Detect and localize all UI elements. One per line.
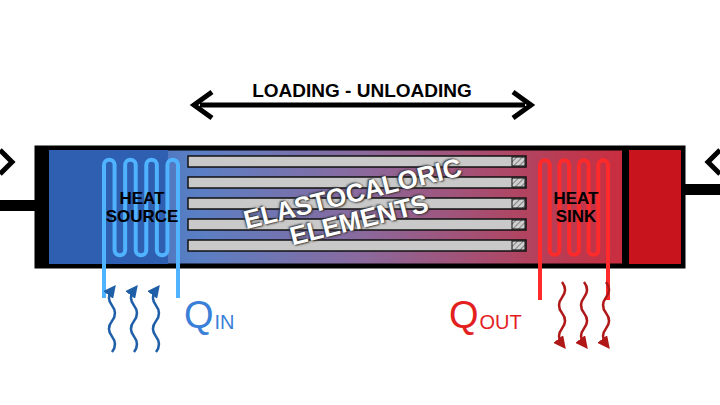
push-arrow bbox=[708, 150, 720, 174]
coil bbox=[540, 160, 608, 300]
push-arrow bbox=[0, 150, 12, 174]
heat-sink-block: HEAT SINK bbox=[549, 187, 602, 226]
heat-wave-arrow bbox=[153, 290, 159, 352]
left-rod bbox=[0, 200, 40, 211]
heat-symbol: Q bbox=[184, 296, 214, 336]
heat-wave-arrow bbox=[131, 290, 137, 352]
left-plate bbox=[37, 148, 49, 266]
loading-arrow bbox=[200, 103, 525, 108]
arrow-head bbox=[513, 92, 531, 118]
heat-wave-arrow bbox=[109, 290, 115, 352]
bar-clamp bbox=[512, 220, 525, 229]
block-label: HEAT SOURCE bbox=[106, 190, 179, 226]
right-block bbox=[625, 150, 681, 264]
coil bbox=[104, 160, 178, 298]
heat-wave-arrow bbox=[603, 282, 609, 344]
heat-wave-arrow bbox=[581, 282, 587, 344]
elastocaloric-bar bbox=[188, 156, 526, 167]
right-rod bbox=[682, 184, 720, 195]
heat-symbol: Q bbox=[449, 296, 479, 336]
bar-clamp bbox=[512, 199, 525, 208]
heat-flow-arrows bbox=[109, 282, 609, 352]
block-label: HEAT SINK bbox=[553, 190, 598, 226]
heat-wave-arrow bbox=[559, 282, 565, 344]
bar-clamp bbox=[512, 157, 525, 166]
heat-subscript: OUT bbox=[480, 312, 522, 333]
right-plate bbox=[622, 148, 629, 266]
heat-source-block: HEAT SOURCE bbox=[102, 187, 183, 226]
heat-subscript: IN bbox=[215, 312, 235, 333]
bar-clamp bbox=[512, 241, 525, 250]
bar-clamp bbox=[512, 178, 525, 187]
elastocaloric-bar bbox=[188, 240, 526, 251]
arrow-head bbox=[194, 92, 212, 118]
motion-label: LOADING - UNLOADING bbox=[252, 81, 472, 101]
